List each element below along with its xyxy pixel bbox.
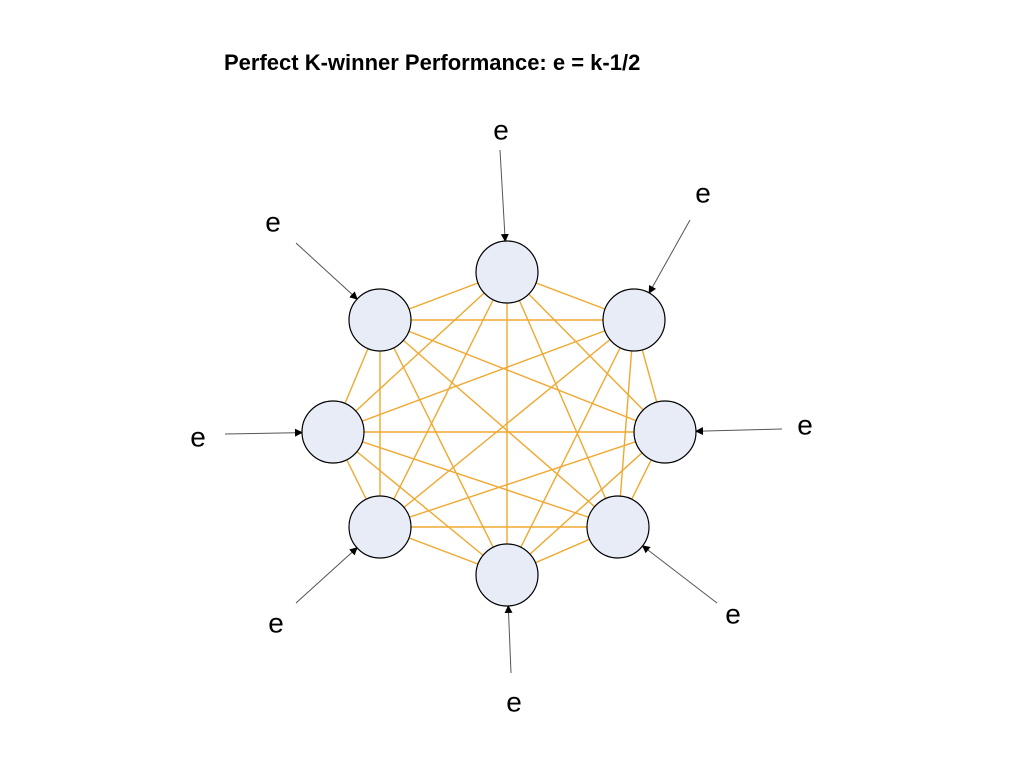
connection-edge: [332, 431, 508, 576]
connection-edge: [379, 431, 666, 528]
input-arrow: [504, 604, 513, 674]
arrow-group: [224, 149, 783, 674]
neuron-node: [348, 288, 412, 352]
connection-edge: [379, 319, 619, 528]
connection-edge: [617, 319, 635, 528]
connection-edge: [379, 319, 666, 433]
input-label: e: [797, 410, 813, 441]
connection-edge: [379, 319, 635, 528]
connection-edge: [506, 271, 619, 528]
edge-group: [332, 271, 666, 576]
neuron-node: [475, 240, 539, 304]
neuron-node: [602, 288, 666, 352]
connection-edge: [506, 271, 666, 433]
diagram-title: Perfect K-winner Performance: e = k-1/2: [224, 50, 641, 75]
input-label: e: [725, 599, 741, 630]
connection-edge: [332, 271, 508, 433]
label-group: e e e e e e e e: [190, 115, 813, 718]
neuron-node: [586, 495, 650, 559]
connection-edge: [506, 319, 635, 576]
input-label: e: [265, 207, 281, 238]
input-arrow: [499, 149, 509, 243]
connection-edge: [379, 319, 508, 576]
connection-edge: [506, 431, 666, 576]
input-label: e: [506, 687, 522, 718]
input-arrow: [224, 428, 304, 437]
input-label: e: [190, 422, 206, 453]
input-label: e: [268, 608, 284, 639]
input-arrow: [694, 427, 783, 436]
neuron-node: [633, 400, 697, 464]
connection-edge: [379, 271, 508, 528]
connection-edge: [332, 319, 635, 433]
neuron-node: [475, 543, 539, 607]
input-arrow: [641, 545, 718, 604]
input-label: e: [493, 115, 509, 146]
neuron-node: [348, 495, 412, 559]
input-arrow: [295, 242, 358, 300]
node-group: [301, 240, 697, 607]
input-arrow: [295, 547, 358, 604]
input-arrow: [648, 219, 691, 294]
input-label: e: [695, 178, 711, 209]
neuron-node: [301, 400, 365, 464]
